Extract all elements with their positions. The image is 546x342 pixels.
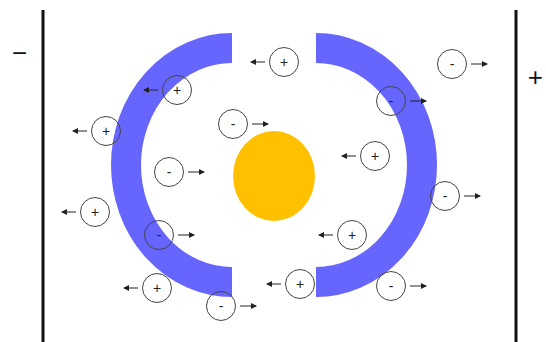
positive-plate [515,10,518,342]
charge-sign: - [443,189,448,203]
charge-circle: - [437,49,467,79]
charge-sign: - [389,279,394,293]
charge-sign: - [231,117,236,131]
charge-circle: + [269,47,299,77]
charge-circle: - [430,181,460,211]
charge-circle: + [91,116,121,146]
left-shell [126,48,232,282]
drift-arrows [62,62,487,306]
charge-sign: + [280,55,288,69]
charge-circle: + [142,273,172,303]
positive-sign: + [528,64,543,90]
charge-circle: + [162,75,192,105]
charge-sign: + [296,277,304,291]
charge-sign: - [167,165,172,179]
charge-sign: + [153,281,161,295]
charge-sign: - [219,299,224,313]
charge-circle: - [218,109,248,139]
charge-sign: + [91,205,99,219]
charge-sign: - [450,57,455,71]
charge-circle: - [154,157,184,187]
charge-sign: - [157,228,162,242]
charge-circle: - [376,271,406,301]
charge-sign: + [348,228,356,242]
negative-plate [42,10,45,342]
charge-circle: - [376,86,406,116]
charge-circle: + [80,197,110,227]
charge-circle: + [360,141,390,171]
charge-sign: + [371,149,379,163]
core [233,131,315,221]
negative-sign: − [12,40,27,66]
charge-circle: + [285,269,315,299]
charge-sign: + [102,124,110,138]
charge-circle: - [206,291,236,321]
charge-sign: - [389,94,394,108]
charge-circle: - [144,220,174,250]
charge-sign: + [173,83,181,97]
charge-circle: + [337,220,367,250]
right-shell [316,48,422,282]
